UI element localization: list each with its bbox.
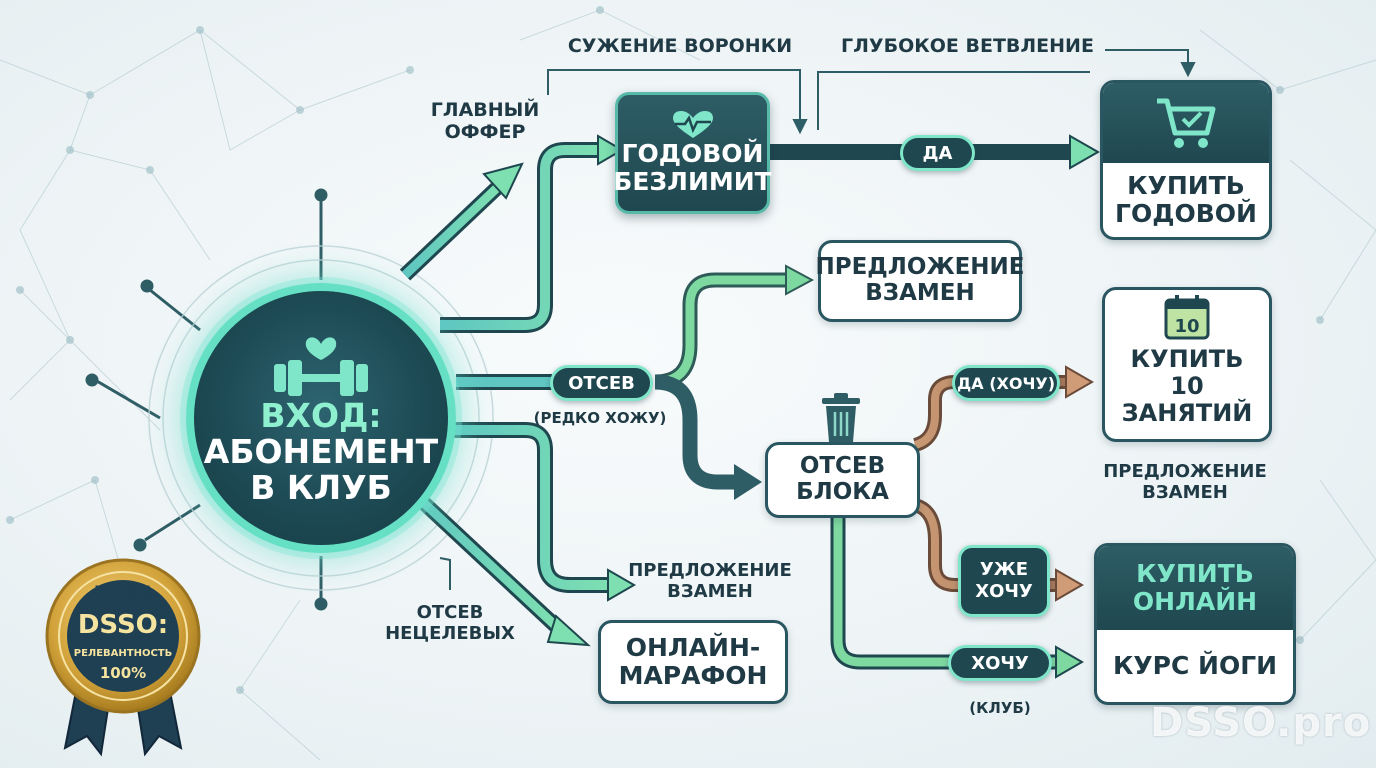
seal-graphic [45,558,201,757]
filter-pill: ОТСЕВ [550,365,653,401]
method-seal: МЕТОД DSSO: РЕЛЕВАНТНОСТЬ 100% [48,558,198,750]
arrow-to-alt-offer-top [654,264,815,390]
already-want-line-2: ХОЧУ [975,581,1033,602]
buy-online-line-3: КУРС ЙОГИ [1112,651,1278,680]
heartbeat-icon [672,111,713,138]
buy-online-line-2: ОНЛАЙН [1132,587,1258,616]
annual-line-1: ГОДОВОЙ [621,139,764,168]
arrow-to-alt-offer-bottom [450,422,637,602]
alt-offer-right-label: ПРЕДЛОЖЕНИЕ ВЗАМЕН [1100,461,1270,503]
buy-10-line-1: КУПИТЬ [1130,345,1244,374]
buy-online-header: КУПИТЬ ОНЛАЙН [1097,546,1293,630]
shopping-cart-icon [1157,98,1216,148]
buy-annual-header [1103,83,1269,163]
arrow-to-online-copper [912,498,1085,602]
alt-offer-right-line-1: ПРЕДЛОЖЕНИЕ [1103,461,1267,482]
alt-offer-bottom-line-2: ВЗАМЕН [667,580,753,602]
main-offer-label: ГЛАВНЫЙ ОФФЕР [420,99,550,144]
arrow-to-annual [440,134,624,333]
buy-10-line-2: 10 ЗАНЯТИЙ [1121,372,1253,428]
want-pill: ХОЧУ [948,645,1052,681]
filter-untargeted-label: ОТСЕВ НЕЦЕЛЕВЫХ [380,602,520,644]
hub-line-3: В КЛУБ [250,468,392,508]
alt-offer-top-line-1: ПРЕДЛОЖЕНИЕ [815,254,1025,281]
seal-bottom-text: РЕЛЕВАНТНОСТЬ [73,648,173,659]
marathon-line-1: ОНЛАЙН- [625,633,761,662]
marathon-line-2: МАРАФОН [618,661,768,690]
watermark-logo: DSSO.pro [1150,700,1372,746]
club-label: (КЛУБ) [969,699,1031,717]
block-filter-line-1: ОТСЕВ [799,453,886,480]
filter-untargeted-tick [439,557,451,590]
buy-online-course-node: КУПИТЬ ОНЛАЙН КУРС ЙОГИ [1094,543,1296,705]
main-offer-line-1: ГЛАВНЫЙ [430,99,540,121]
online-marathon-node: ОНЛАЙН- МАРАФОН [598,620,788,704]
trash-icon [822,393,860,442]
seal-percent-text: 100% [99,664,147,682]
alt-offer-top-node: ПРЕДЛОЖЕНИЕ ВЗАМЕН [815,240,1025,322]
entry-hub: ВХОД: АБОНЕМЕНТ В КЛУБ [186,283,456,553]
filter-untargeted-line-1: ОТСЕВ [416,602,484,623]
filter-untargeted-line-2: НЕЦЕЛЕВЫХ [385,622,515,644]
calendar-icon: 10 [1164,295,1210,340]
seal-middle-text: DSSO: [77,610,169,640]
hub-line-1: ВХОД: [260,395,382,435]
annual-line-2: БЕЗЛИМИТ [613,167,772,196]
hub-echo-rings [148,245,494,591]
rarely-go-label: (РЕДКО ХОЖУ) [533,409,667,427]
background-nodes [6,6,1324,694]
deep-branching-line [817,49,1196,130]
arrow-to-buy-10 [912,365,1095,452]
block-filter-node: ОТСЕВ БЛОКА [765,442,920,518]
buy-online-line-1: КУПИТЬ [1136,559,1254,588]
already-want-line-1: УЖЕ [979,559,1029,581]
funnel-narrowing-label: СУЖЕНИЕ ВОРОНКИ [567,35,793,57]
buy-annual-line-2: ГОДОВОЙ [1115,199,1257,228]
alt-offer-right-line-2: ВЗАМЕН [1142,481,1228,503]
yes-pill: ДА [900,135,975,171]
alt-offer-bottom-line-1: ПРЕДЛОЖЕНИЕ [628,560,792,581]
alt-offer-top-line-2: ВЗАМЕН [865,280,975,306]
buy-annual-line-1: КУПИТЬ [1127,171,1245,200]
hub-line-2: АБОНЕМЕНТ [203,431,439,471]
arrow-to-marathon [404,484,591,647]
buy-annual-text: КУПИТЬ ГОДОВОЙ [1103,163,1269,237]
buy-10-classes-node: 10 КУПИТЬ 10 ЗАНЯТИЙ [1102,287,1272,442]
block-filter-line-2: БЛОКА [796,479,889,505]
hub-spokes [85,188,328,611]
seal-top-text: МЕТОД [94,584,152,600]
calendar-day: 10 [1174,316,1199,337]
arrow-main-offer-diagonal [399,162,524,281]
dumbbell-heart-icon [274,336,368,396]
funnel-narrowing-line [547,69,808,135]
yes-want-pill: ДА (ХОЧУ) [952,365,1060,401]
arrow-to-block-filter [654,374,762,500]
arrow-to-online-green [830,515,1085,679]
alt-offer-bottom-label: ПРЕДЛОЖЕНИЕ ВЗАМЕН [625,560,795,602]
hub-title: ВХОД: АБОНЕМЕНТ В КЛУБ [203,395,439,508]
already-want-pill: УЖЕ ХОЧУ [958,545,1050,617]
deep-branching-label: ГЛУБОКОЕ ВЕТВЛЕНИЕ [841,35,1094,57]
main-offer-line-2: ОФФЕР [444,120,526,143]
annual-unlimited-node: ГОДОВОЙ БЕЗЛИМИТ [613,92,772,214]
buy-annual-node: КУПИТЬ ГОДОВОЙ [1100,80,1272,240]
